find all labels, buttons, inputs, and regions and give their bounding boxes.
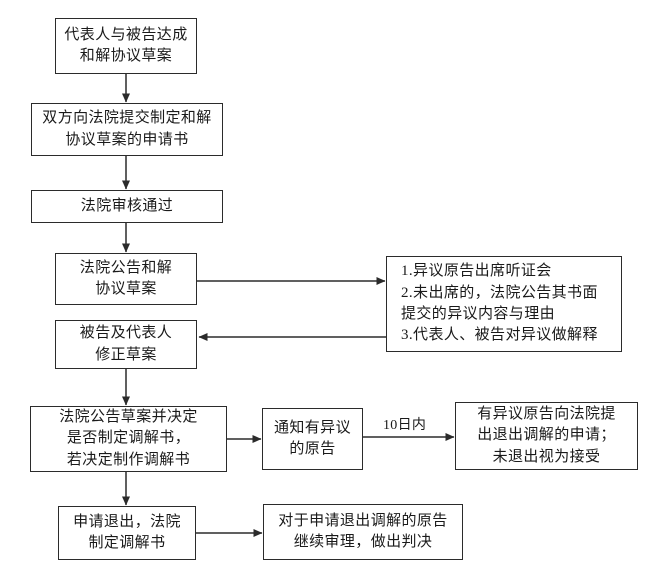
node-court-review-passed: 法院审核通过 (31, 190, 223, 223)
node-text-line: 法院审核通过 (80, 197, 174, 214)
node-text-line: 1.异议原告出席听证会 (401, 263, 552, 280)
node-text-line: 申请退出，法院 (73, 513, 181, 530)
node-text-line: 和解协议草案 (79, 48, 173, 64)
node-text-line: 代表人与被告达成 (64, 26, 188, 43)
node-text-line: 法院公告草案并决定 (59, 409, 198, 426)
node-text-line: 2.未出席的，法院公告其书面 (401, 284, 598, 301)
node-text-line: 未退出视为接受 (492, 448, 601, 465)
node-text-line: 双方向法院提交制定和解 (42, 110, 212, 127)
node-court-announce-draft: 法院公告和解协议草案 (55, 253, 197, 305)
edge-label-within-ten-days: 10日内 (383, 418, 427, 433)
node-text-line: 继续审理，做出判决 (293, 534, 433, 550)
node-notify-objecting-plaintiffs: 通知有异议的原告 (262, 408, 363, 470)
node-text-line: 若决定制作调解书 (66, 451, 191, 468)
node-text-line: 的原告 (289, 441, 336, 457)
node-text-line: 3.代表人、被告对异议做解释 (401, 327, 598, 344)
node-text-line: 通知有异议 (273, 419, 351, 436)
node-text-line: 对于申请退出调解的原告 (278, 512, 448, 529)
node-apply-withdraw-court-mediation: 申请退出，法院制定调解书 (58, 506, 196, 560)
node-text-line: 协议草案 (95, 281, 157, 297)
node-text-line: 有异议原告向法院提 (477, 406, 616, 423)
node-text-line: 法院公告和解 (79, 259, 173, 276)
node-text-line: 制定调解书 (88, 535, 166, 551)
node-text-line: 被告及代表人 (79, 325, 173, 342)
node-text-line: 修正草案 (95, 346, 157, 363)
node-text-line: 提交的异议内容与理由 (401, 306, 556, 322)
node-continue-trial-judgment: 对于申请退出调解的原告继续审理，做出判决 (263, 504, 463, 560)
node-representative-settlement-draft: 代表人与被告达成和解协议草案 (55, 18, 197, 74)
node-text-line: 协议草案的申请书 (65, 131, 189, 148)
node-objection-hearing-list: 1.异议原告出席听证会 2.未出席的，法院公告其书面提交的异议内容与理由 3.代表人… (386, 256, 622, 352)
node-objecting-plaintiff-withdraw-application: 有异议原告向法院提出退出调解的申请； 未退出视为接受 (455, 402, 638, 470)
node-court-announce-decide-mediation: 法院公告草案并决定是否制定调解书， 若决定制作调解书 (30, 406, 227, 472)
node-text-line: 出退出调解的申请； (477, 427, 616, 444)
node-both-parties-application: 双方向法院提交制定和解协议草案的申请书 (31, 103, 223, 156)
node-text-line: 是否制定调解书， (66, 430, 191, 447)
node-defendant-revise-draft: 被告及代表人修正草案 (55, 320, 197, 369)
